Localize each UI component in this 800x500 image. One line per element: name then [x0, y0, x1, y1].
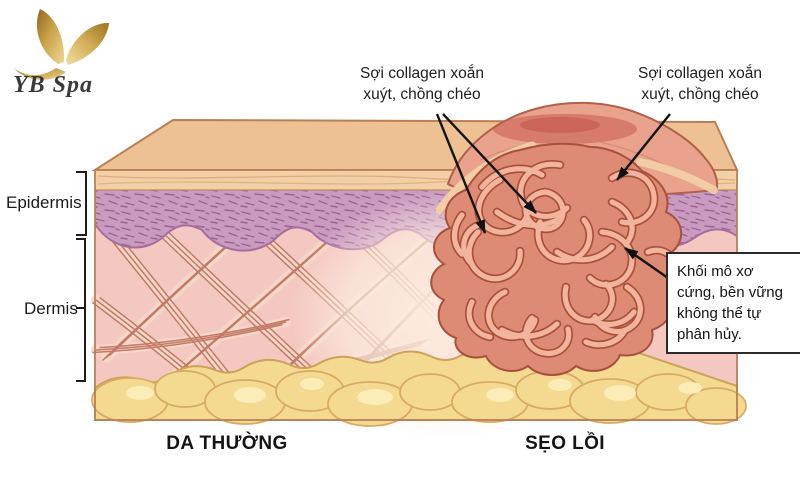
- arrow-keloid-box: [624, 247, 669, 279]
- keloid-box-line3: không thể tự: [677, 305, 762, 322]
- dermis-label: Dermis: [24, 299, 78, 318]
- epidermis-bracket: [76, 171, 87, 236]
- collagen-callout-left: Sợi collagen xoắn xuýt, chồng chéo: [346, 63, 498, 105]
- collagen-callout-right-line2: xuýt, chồng chéo: [641, 86, 759, 103]
- yb-spa-logo: [14, 9, 109, 80]
- layer-brackets: [76, 171, 87, 382]
- keloid-box-line2: cứng, bền vững: [677, 284, 783, 301]
- collagen-callout-right-line1: Sợi collagen xoắn: [638, 65, 762, 82]
- collagen-callout-left-line1: Sợi collagen xoắn: [360, 65, 484, 82]
- caption-normal-skin: DA THƯỜNG: [166, 433, 288, 454]
- keloid-box-line4: phân hủy.: [677, 326, 742, 343]
- keloid-box-line1: Khối mô xơ: [677, 263, 754, 280]
- arrow-right-label: [616, 113, 671, 181]
- dermis-bracket: [76, 238, 86, 382]
- epidermis-label: Epidermis: [6, 193, 82, 212]
- logo-brand-name: YB Spa: [13, 72, 94, 98]
- butterfly-icon: [14, 9, 109, 80]
- keloid-mass: [430, 142, 684, 376]
- collagen-callout-left-line2: xuýt, chồng chéo: [363, 86, 481, 103]
- annotation-arrows: [435, 113, 671, 279]
- keloid-description-box: Khối mô xơ cứng, bền vững không thể tự p…: [666, 252, 800, 354]
- arrow-left-label-1: [435, 113, 487, 234]
- arrow-left-label-2: [442, 113, 537, 214]
- caption-keloid-scar: SẸO LỒI: [525, 433, 605, 454]
- collagen-callout-right: Sợi collagen xoắn xuýt, chồng chéo: [624, 63, 776, 105]
